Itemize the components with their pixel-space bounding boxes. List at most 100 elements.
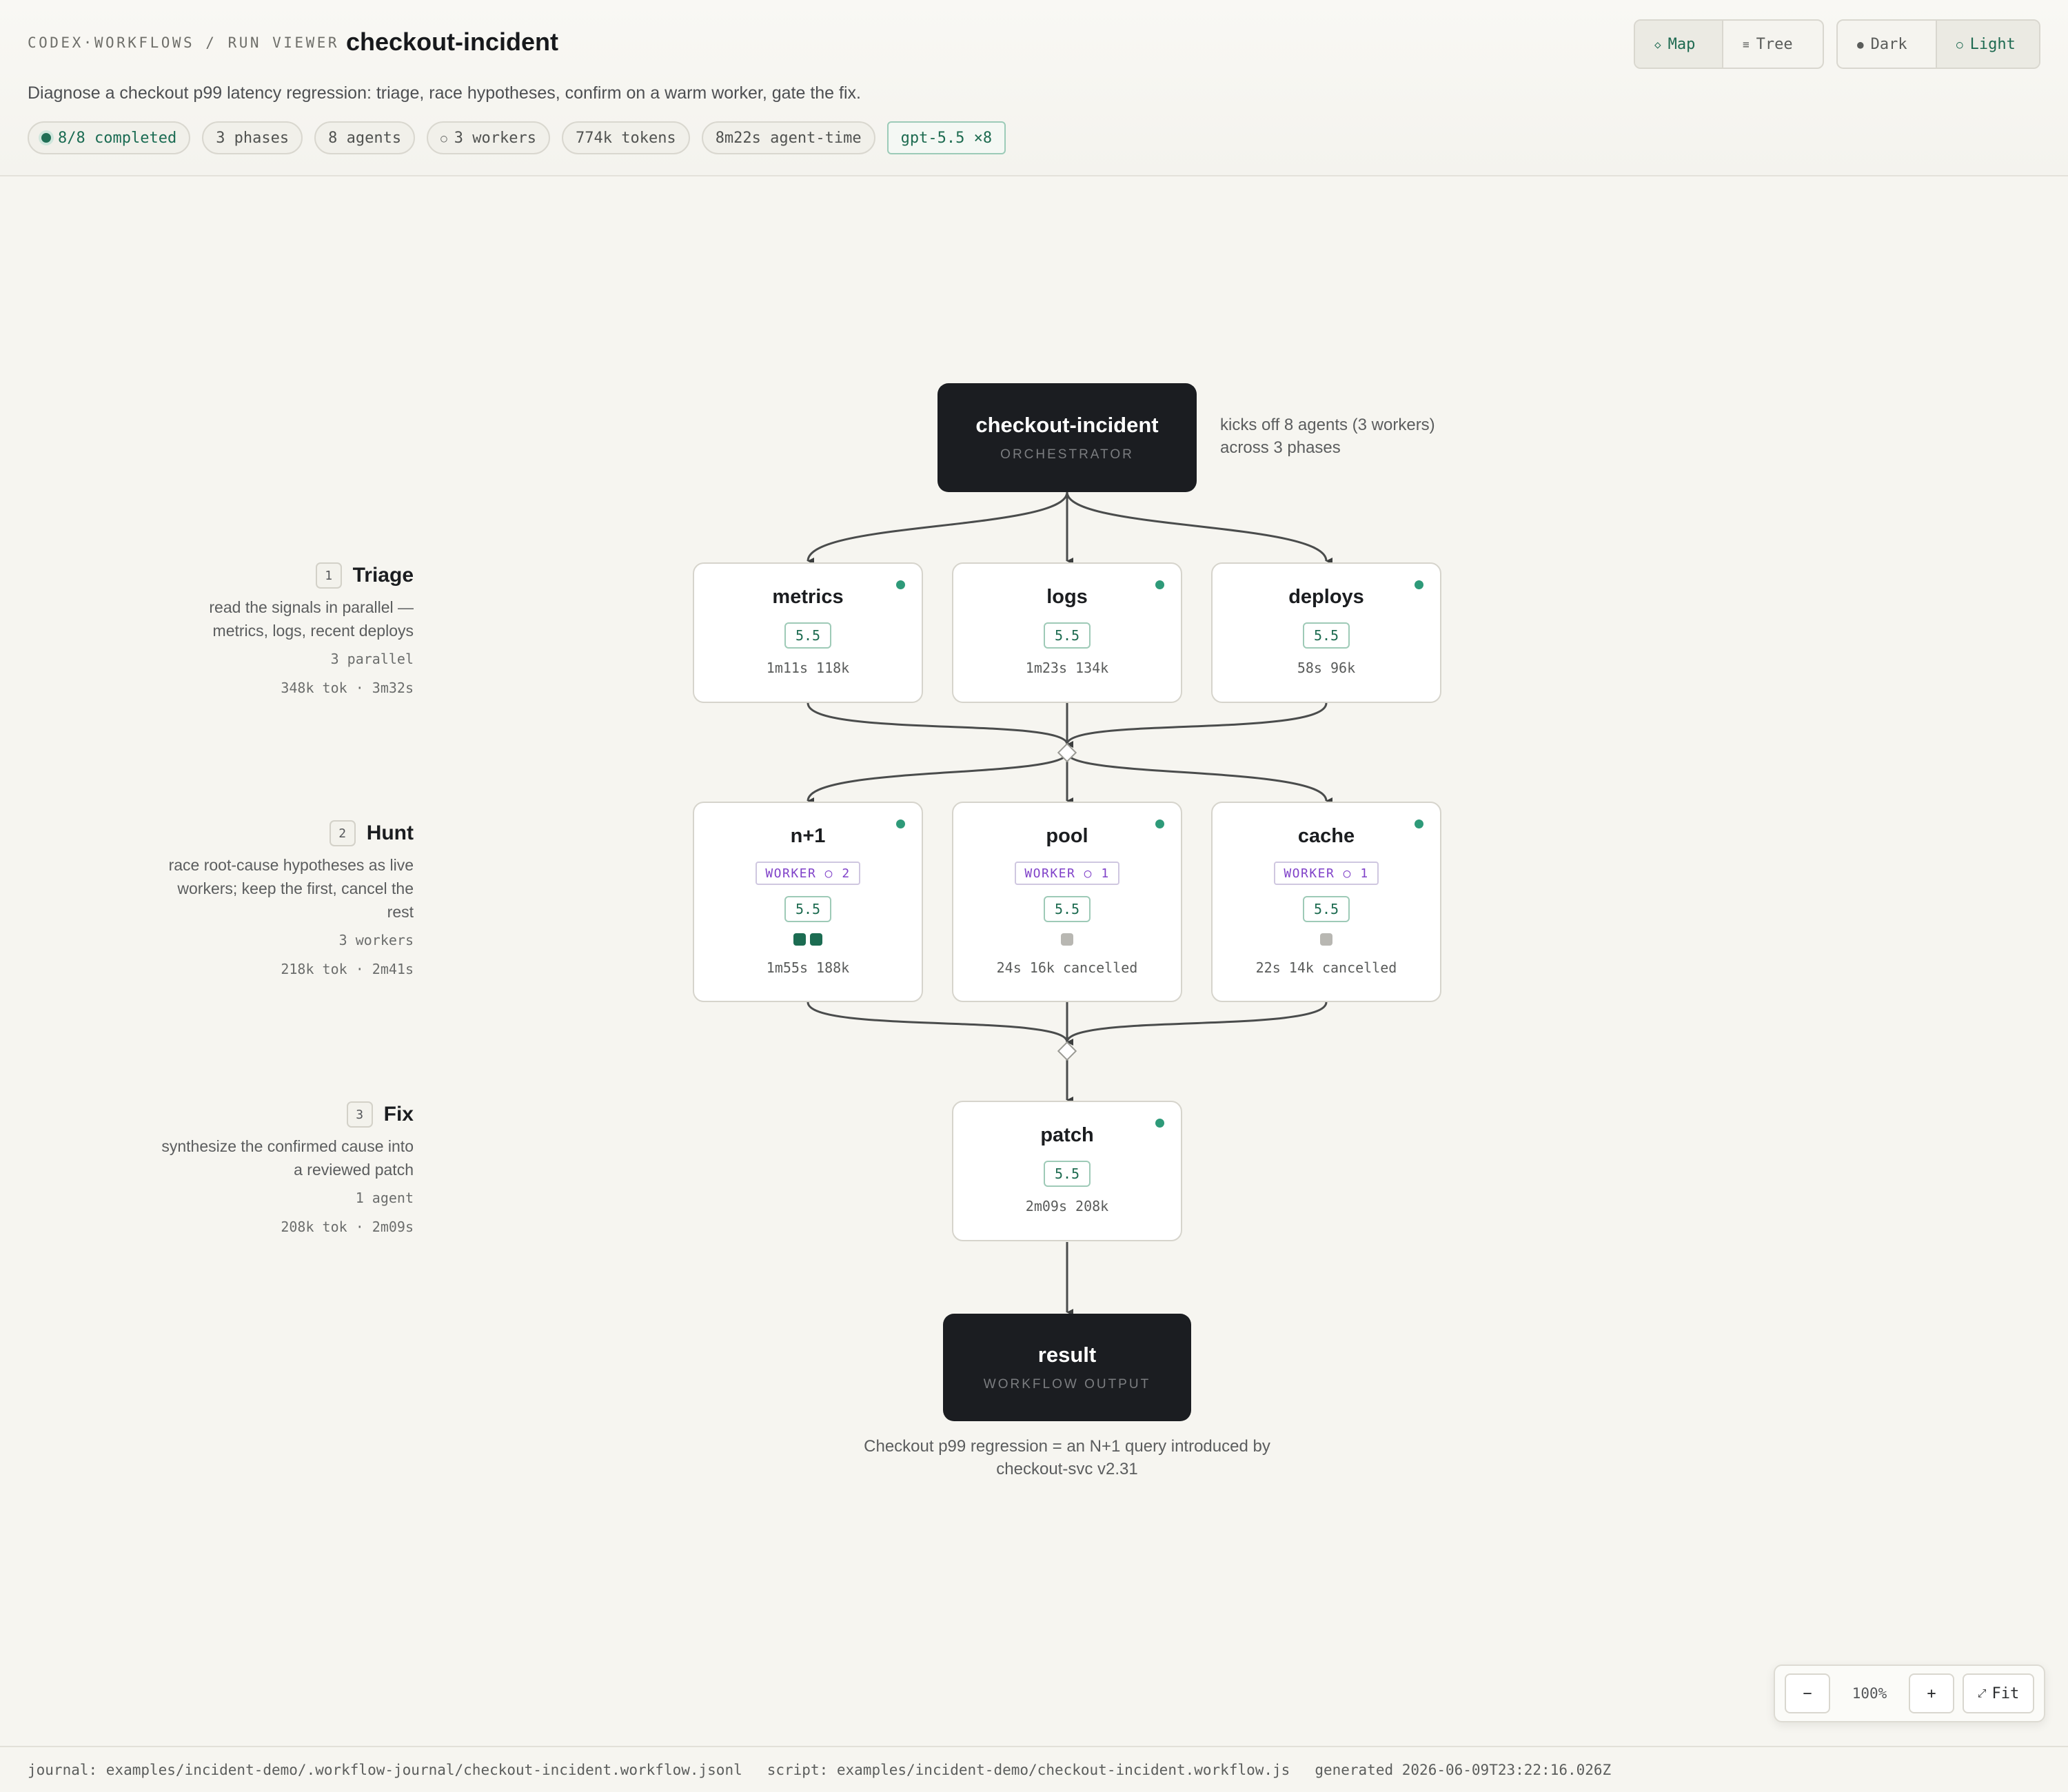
agent-node-n-plus-1[interactable]: n+1 WORKER ○ 2 5.5 1m55s 188k: [693, 802, 923, 1002]
phase-parallelism: 1 agent: [355, 1190, 414, 1206]
tree-view-button[interactable]: ≡ Tree: [1722, 21, 1823, 68]
status-dot-icon: [896, 819, 905, 828]
phase-label-triage: 1 Triage read the signals in parallel — …: [28, 562, 414, 696]
run-cancelled-indicator: [1061, 933, 1073, 946]
phase-description: read the signals in parallel — metrics, …: [209, 598, 414, 640]
header: CODEX·WORKFLOWS / RUN VIEWER checkout-in…: [0, 0, 2068, 176]
dark-theme-button[interactable]: ● Dark: [1857, 35, 1907, 53]
model-badge: 5.5: [1043, 622, 1091, 649]
orchestrator-node[interactable]: checkout-incident ORCHESTRATOR: [937, 383, 1197, 492]
join-diamond-icon: [1057, 1041, 1077, 1061]
fit-button[interactable]: ⤢ Fit: [1963, 1673, 2034, 1713]
phases-chip: 3 phases: [202, 121, 303, 154]
zoom-out-button[interactable]: −: [1785, 1673, 1830, 1713]
status-dot-icon: [1155, 819, 1164, 828]
theme-toggle: ● Dark ○ Light: [1836, 19, 2040, 69]
list-icon: ≡: [1743, 37, 1750, 51]
worker-runs: [1320, 933, 1332, 946]
status-dot-icon: [1415, 580, 1423, 589]
run-cancelled-indicator: [1320, 933, 1332, 946]
agent-stats: 58s 96k: [1297, 660, 1356, 676]
phase-stats: 348k tok · 3m32s: [281, 680, 414, 696]
model-badge: 5.5: [784, 896, 832, 922]
edge-hub-cache: [1066, 752, 1333, 804]
status-dot-icon: [1155, 1119, 1164, 1128]
run-done-indicator: [793, 933, 806, 946]
model-badge: 5.5: [1043, 1161, 1091, 1187]
view-toggle: ◇ Map ≡ Tree: [1634, 19, 1824, 69]
edge-cache-hub2: [1066, 1001, 1328, 1043]
model-badge: 5.5: [1302, 622, 1350, 649]
phase-description: synthesize the confirmed cause into a re…: [161, 1137, 414, 1179]
agent-stats: 2m09s 208k: [1025, 1198, 1109, 1214]
worker-runs: [1061, 933, 1073, 946]
footer: journal: examples/incident-demo/.workflo…: [0, 1746, 2068, 1792]
phase-parallelism: 3 parallel: [330, 651, 414, 667]
map-view-button[interactable]: ◇ Map: [1635, 21, 1722, 68]
phase-number: 3: [346, 1101, 373, 1128]
phase-name: Fix: [383, 1103, 414, 1126]
phase-name: Triage: [352, 564, 414, 587]
filled-circle-icon: ●: [1857, 37, 1864, 51]
worker-badge: WORKER ○ 1: [1274, 862, 1379, 885]
edge-deploys-hub: [1066, 702, 1328, 745]
agents-chip: 8 agents: [314, 121, 416, 154]
status-dot-icon: [896, 580, 905, 589]
agent-stats: 1m11s 118k: [766, 660, 850, 676]
worker-badge: WORKER ○ 1: [1015, 862, 1119, 885]
edge-n1-hub2: [807, 1001, 1068, 1043]
circle-icon: ○: [1956, 37, 1963, 51]
phase-name: Hunt: [366, 822, 414, 844]
agent-stats: 24s 16k cancelled: [996, 959, 1138, 976]
model-badge: 5.5: [1043, 896, 1091, 922]
status-dot-icon: [1415, 819, 1423, 828]
diamond-icon: ◇: [1654, 37, 1661, 51]
summary-chips: 8/8 completed 3 phases 8 agents ○ 3 work…: [28, 121, 1006, 154]
worker-badge: WORKER ○ 2: [756, 862, 860, 885]
edge-orchestrator-deploys: [1066, 491, 1333, 564]
phase-description: race root-cause hypotheses as live worke…: [168, 856, 414, 921]
orchestrator-note: kicks off 8 agents (3 workers) across 3 …: [1220, 416, 1435, 457]
join-diamond-icon: [1057, 742, 1077, 763]
edge-orchestrator-metrics: [807, 491, 1068, 565]
model-chip: gpt-5.5 ×8: [886, 121, 1006, 154]
phase-parallelism: 3 workers: [338, 932, 414, 948]
agent-time-chip: 8m22s agent-time: [701, 121, 875, 154]
run-done-indicator: [810, 933, 822, 946]
agent-stats: 1m55s 188k: [766, 959, 850, 976]
edge-hub-n1: [807, 752, 1068, 805]
generated-timestamp: generated 2026-06-09T23:22:16.026Z: [1315, 1761, 1612, 1778]
circle-icon: ○: [440, 131, 447, 145]
agent-node-metrics[interactable]: metrics 5.5 1m11s 118k: [693, 562, 923, 703]
model-badge: 5.5: [784, 622, 832, 649]
result-summary: Checkout p99 regression = an N+1 query i…: [864, 1437, 1270, 1478]
agent-node-logs[interactable]: logs 5.5 1m23s 134k: [952, 562, 1182, 703]
page-title: checkout-incident: [346, 28, 559, 56]
worker-runs: [793, 933, 822, 946]
phase-label-fix: 3 Fix synthesize the confirmed cause int…: [28, 1101, 414, 1235]
agent-node-deploys[interactable]: deploys 5.5 58s 96k: [1211, 562, 1441, 703]
agent-stats: 22s 14k cancelled: [1255, 959, 1397, 976]
zoom-in-button[interactable]: +: [1909, 1673, 1954, 1713]
breadcrumb: CODEX·WORKFLOWS / RUN VIEWER: [28, 34, 340, 51]
journal-path: journal: examples/incident-demo/.workflo…: [28, 1761, 742, 1778]
zoom-level: 100%: [1852, 1685, 1887, 1702]
tokens-chip: 774k tokens: [561, 121, 690, 154]
agent-stats: 1m23s 134k: [1025, 660, 1109, 676]
phase-stats: 208k tok · 2m09s: [281, 1219, 414, 1235]
phase-number: 1: [315, 562, 342, 589]
agent-node-patch[interactable]: patch 5.5 2m09s 208k: [952, 1101, 1182, 1241]
script-path: script: examples/incident-demo/checkout-…: [767, 1761, 1290, 1778]
status-dot-icon: [41, 133, 51, 143]
status-chip: 8/8 completed: [28, 121, 191, 154]
workers-chip: ○ 3 workers: [427, 121, 550, 154]
agent-node-cache[interactable]: cache WORKER ○ 1 5.5 22s 14k cancelled: [1211, 802, 1441, 1002]
light-theme-button[interactable]: ○ Light: [1936, 21, 2039, 68]
expand-icon: ⤢: [1977, 1687, 1987, 1700]
phase-number: 2: [329, 820, 356, 846]
model-badge: 5.5: [1302, 896, 1350, 922]
edge-metrics-hub: [807, 702, 1068, 745]
result-node[interactable]: result WORKFLOW OUTPUT: [943, 1314, 1191, 1421]
status-dot-icon: [1155, 580, 1164, 589]
agent-node-pool[interactable]: pool WORKER ○ 1 5.5 24s 16k cancelled: [952, 802, 1182, 1002]
